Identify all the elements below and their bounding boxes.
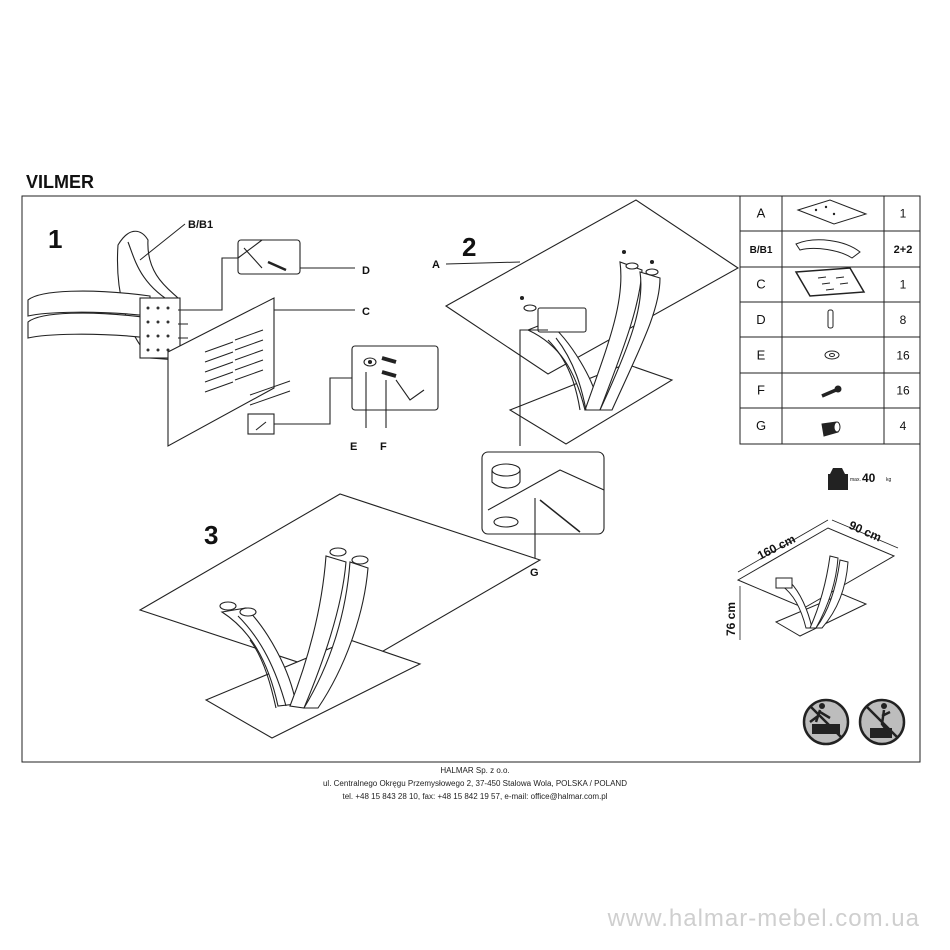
part-qty-3: 8 xyxy=(900,313,907,327)
load-value: 40 xyxy=(862,471,876,485)
dowel-icon xyxy=(827,309,834,329)
step-2-illustration: 2 xyxy=(444,199,740,560)
part-qty-5: 16 xyxy=(896,384,910,398)
dimension-height: 76 cm xyxy=(724,602,738,636)
no-standing-on-table-icon xyxy=(802,698,850,746)
parts-table xyxy=(739,195,921,445)
step-1-number: 1 xyxy=(48,224,62,254)
company-name: HALMAR Sp. z o.o. xyxy=(440,766,510,775)
part-id-6: G xyxy=(756,418,766,433)
step-2-number: 2 xyxy=(462,232,476,262)
callout-g: G xyxy=(530,567,539,579)
load-unit: kg xyxy=(886,477,892,483)
callout-e: E xyxy=(350,441,357,453)
glass-top-icon xyxy=(796,199,868,225)
callout-d: D xyxy=(362,265,370,277)
no-sitting-on-table-icon xyxy=(858,698,906,746)
dimension-drawing xyxy=(736,519,899,640)
part-id-0: A xyxy=(757,206,766,221)
bolt-icon xyxy=(821,385,842,398)
callout-c: C xyxy=(362,306,370,318)
part-qty-2: 1 xyxy=(900,278,907,292)
step-3-number: 3 xyxy=(204,520,218,550)
company-contact: tel. +48 15 843 28 10, fax: +48 15 842 1… xyxy=(342,792,608,801)
watermark: www.halmar-mebel.com.ua xyxy=(607,905,920,932)
product-title: VILMER xyxy=(26,172,95,192)
base-plate-icon xyxy=(794,267,866,297)
part-id-3: D xyxy=(756,312,765,327)
callout-b-b1: B/B1 xyxy=(188,219,213,231)
part-qty-0: 1 xyxy=(900,207,907,221)
company-address: ul. Centralnego Okręgu Przemysłowego 2, … xyxy=(322,779,627,788)
callout-a: A xyxy=(432,259,440,271)
part-id-2: C xyxy=(756,277,765,292)
diagram-frame xyxy=(21,195,921,763)
washer-icon xyxy=(824,350,840,360)
leg-panel-icon xyxy=(795,239,861,259)
load-prefix: max. xyxy=(850,477,861,483)
part-id-1: B/B1 xyxy=(750,245,773,256)
part-qty-6: 4 xyxy=(900,419,907,433)
part-id-5: F xyxy=(757,383,765,398)
part-qty-1: 2+2 xyxy=(894,244,913,256)
callout-f: F xyxy=(380,441,387,453)
step-3-illustration: 3 xyxy=(138,493,542,739)
pad-icon xyxy=(821,421,841,437)
load-indicator: max. 40 kg xyxy=(828,468,892,490)
step-1-illustration: 1 xyxy=(27,224,439,447)
part-qty-4: 16 xyxy=(896,348,910,362)
part-id-4: E xyxy=(757,347,766,362)
